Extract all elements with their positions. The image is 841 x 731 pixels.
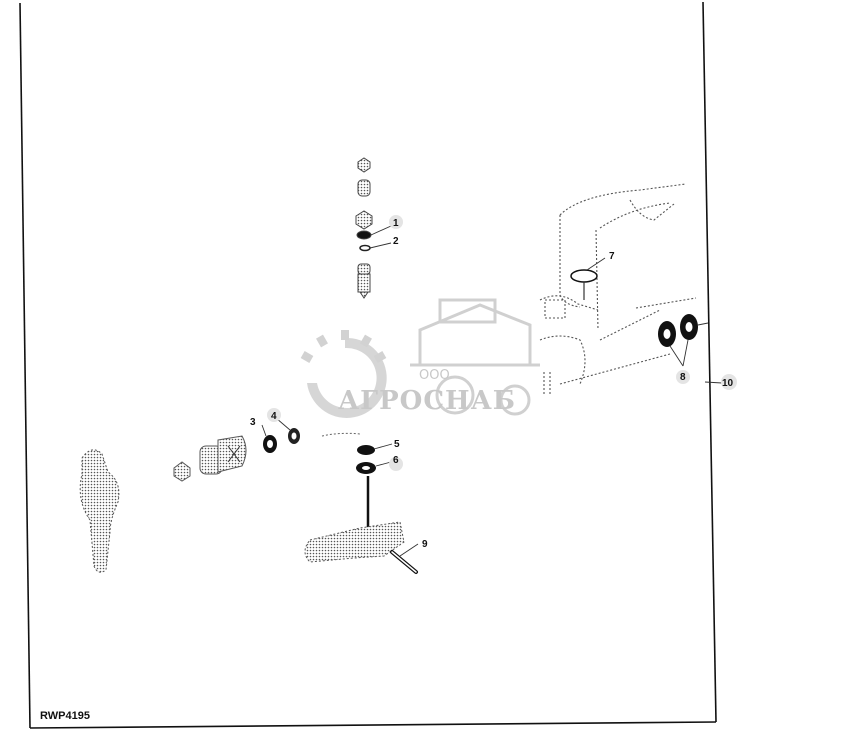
watermark-gear-logo bbox=[300, 330, 387, 418]
washer-2 bbox=[359, 244, 371, 252]
callout-10: 10 bbox=[721, 374, 737, 390]
svg-text:8: 8 bbox=[680, 372, 686, 383]
callout-5: 5 bbox=[394, 439, 400, 450]
callout-1: 1 bbox=[389, 215, 403, 229]
cap-7 bbox=[570, 269, 598, 300]
callout-6: 6 bbox=[389, 455, 403, 471]
o-ring-1 bbox=[356, 230, 372, 240]
svg-text:7: 7 bbox=[609, 251, 615, 262]
bushings-8 bbox=[658, 314, 709, 347]
callout-8: 8 bbox=[676, 370, 690, 384]
watermark-prefix: ООО bbox=[419, 368, 450, 383]
right-housing bbox=[539, 183, 697, 394]
svg-text:5: 5 bbox=[394, 439, 400, 450]
svg-text:6: 6 bbox=[393, 455, 399, 466]
coupler-body bbox=[199, 435, 247, 475]
callout-3: 3 bbox=[250, 417, 256, 428]
figure-code: RWP4195 bbox=[40, 710, 90, 722]
callout-4: 4 bbox=[267, 408, 281, 422]
callout-9: 9 bbox=[422, 539, 428, 550]
svg-text:2: 2 bbox=[393, 236, 399, 247]
pin-9 bbox=[390, 550, 418, 574]
callout-2: 2 bbox=[393, 236, 399, 247]
center-fitting-assembly bbox=[321, 432, 376, 540]
hex-nut bbox=[173, 461, 191, 482]
watermark-combine-logo bbox=[410, 298, 540, 416]
leader-lines bbox=[261, 225, 723, 557]
callouts: 1 2 3 4 5 6 7 8 9 10 bbox=[250, 215, 737, 550]
left-bracket bbox=[79, 449, 120, 573]
upper-fitting-stack bbox=[355, 157, 373, 299]
seal-4 bbox=[288, 428, 300, 444]
lower-lever bbox=[304, 521, 405, 563]
svg-text:3: 3 bbox=[250, 417, 256, 428]
svg-text:4: 4 bbox=[271, 411, 277, 422]
callout-7: 7 bbox=[609, 251, 615, 262]
o-ring-5 bbox=[357, 445, 375, 455]
svg-text:9: 9 bbox=[422, 539, 428, 550]
watermark-brand: АГРОСНАБ bbox=[338, 386, 516, 416]
svg-text:1: 1 bbox=[393, 218, 399, 229]
watermark: ООО АГРОСНАБ bbox=[300, 298, 540, 418]
svg-text:10: 10 bbox=[722, 378, 734, 389]
seal-3 bbox=[263, 435, 277, 453]
drawing-frame bbox=[19, 1, 717, 729]
